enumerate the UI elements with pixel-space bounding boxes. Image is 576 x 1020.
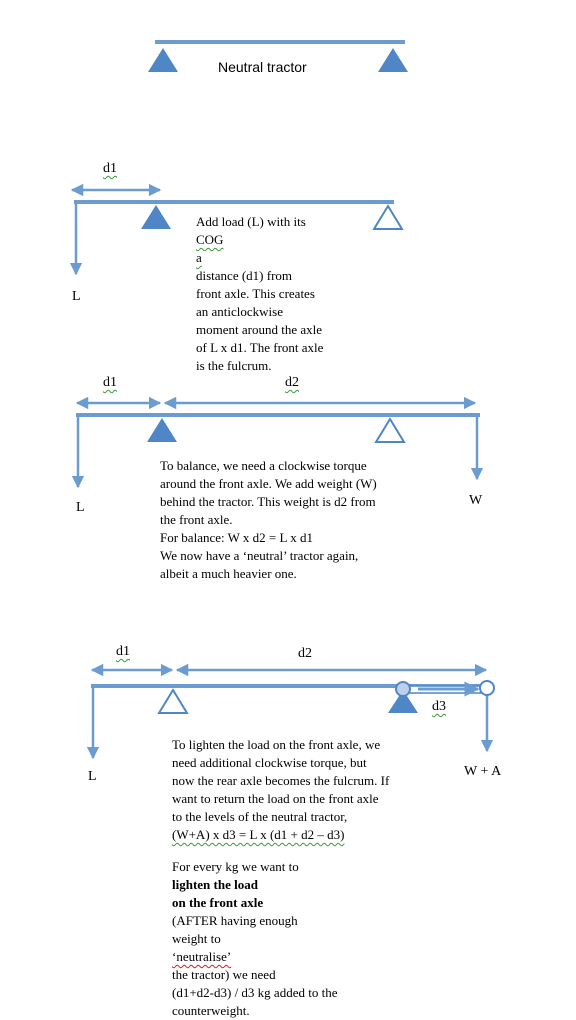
note-line: need additional clockwise torque, but [172, 755, 367, 770]
note-line: For balance: W x d2 = L x d1 [160, 530, 313, 545]
note-line: want to return the load on the front axl… [172, 791, 379, 806]
note-line: an anticlockwise [196, 304, 283, 319]
rear-fulcrum-outline [374, 417, 406, 443]
weight-pivot-circle [479, 680, 495, 696]
note-line: on the front axle (AFTER having enough [172, 895, 298, 928]
neutral-tractor-label: Neutral tractor [218, 59, 307, 75]
note-line: To lighten the load on the front axle, w… [172, 737, 381, 752]
diagram-add-load [69, 183, 404, 276]
add-load-note: Add load (L) with its COG a distance (d1… [196, 213, 323, 375]
note-line: front axle. This creates [196, 286, 315, 301]
note-line: albeit a much heavier one. [160, 566, 297, 581]
diagram-lighten-front [86, 663, 495, 760]
beam [91, 684, 487, 688]
front-fulcrum-filled [147, 418, 177, 442]
note-line: of L x d1. The front axle [196, 340, 324, 355]
lighten-note: To lighten the load on the front axle, w… [172, 736, 389, 844]
balance-note: To balance, we need a clockwise torque a… [160, 457, 377, 583]
weight-plus-a-label: W + A [464, 764, 502, 779]
note-line: moment around the axle [196, 322, 322, 337]
front-fulcrum-filled [141, 205, 171, 229]
rear-fulcrum-filled [378, 48, 408, 72]
front-fulcrum-outline [157, 688, 189, 714]
note-line: the front axle. [160, 512, 233, 527]
load-label: L [76, 500, 85, 515]
counterweight-note: For every kg we want to lighten the load… [172, 858, 337, 1020]
load-label: L [88, 769, 97, 784]
front-fulcrum-filled [148, 48, 178, 72]
note-line: (d1+d2-d3) / d3 kg added to the [172, 985, 338, 1000]
rear-fulcrum-filled [388, 690, 418, 713]
d1-label: d1 [116, 644, 130, 659]
note-line: a distance (d1) from [196, 250, 293, 283]
load-label: L [72, 289, 81, 304]
d3-label: d3 [432, 699, 446, 714]
note-line: behind the tractor. This weight is d2 fr… [160, 494, 376, 509]
diagram-neutral-tractor [148, 40, 408, 72]
d2-label: d2 [285, 375, 299, 390]
note-line: counterweight. [172, 1003, 250, 1018]
d1-label: d1 [103, 161, 117, 176]
d1-label: d1 [103, 375, 117, 390]
note-line: to the levels of the neutral tractor, [172, 809, 348, 824]
rear-fulcrum-outline [372, 204, 404, 230]
note-line: Add load (L) with its COG [196, 214, 306, 247]
note-line: is the fulcrum. [196, 358, 272, 373]
d2-label: d2 [298, 646, 312, 661]
note-line: (W+A) x d3 = L x (d1 + d2 – d3) [172, 827, 345, 842]
weight-label: W [469, 493, 483, 508]
note-line: around the front axle. We add weight (W) [160, 476, 377, 491]
note-line: To balance, we need a clockwise torque [160, 458, 367, 473]
beam [74, 200, 394, 204]
note-line: For every kg we want to lighten the load [172, 859, 299, 892]
diagram-balance [71, 396, 484, 489]
note-line: We now have a ‘neutral’ tractor again, [160, 548, 359, 563]
note-line: weight to ‘neutralise’ the tractor) we n… [172, 931, 276, 982]
beam [155, 40, 405, 44]
rear-pivot-circle [395, 681, 411, 697]
note-line: now the rear axle becomes the fulcrum. I… [172, 773, 390, 788]
beam [76, 413, 480, 417]
